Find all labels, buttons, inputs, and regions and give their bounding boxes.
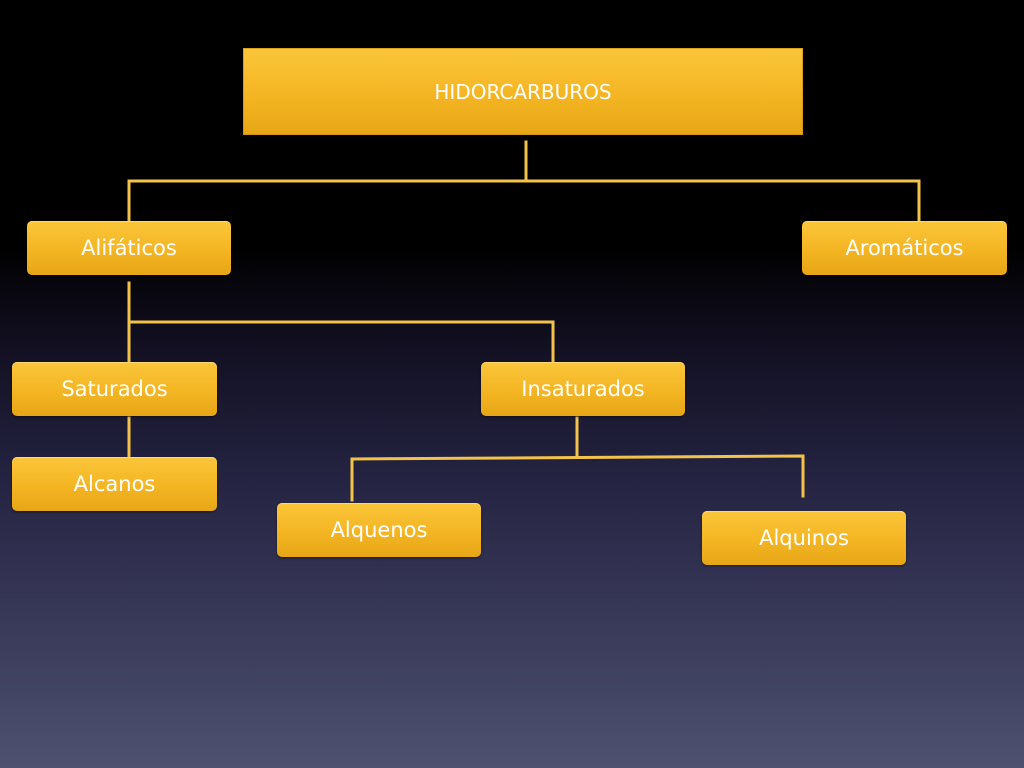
node-alcanos: Alcanos	[12, 457, 217, 511]
node-insaturados: Insaturados	[481, 362, 685, 416]
node-hidorcarburos: HIDORCARBUROS	[243, 48, 803, 135]
node-alifaticos: Alifáticos	[27, 221, 231, 275]
node-alquinos: Alquinos	[702, 511, 906, 565]
connector-alifaticos-to-insaturados	[127, 320, 555, 364]
node-saturados: Saturados	[12, 362, 217, 416]
connector-branches-bar	[127, 179, 921, 223]
connector-insaturados-children-bar	[350, 454, 805, 502]
node-alquenos: Alquenos	[277, 503, 481, 557]
node-aromaticos: Aromáticos	[802, 221, 1007, 275]
